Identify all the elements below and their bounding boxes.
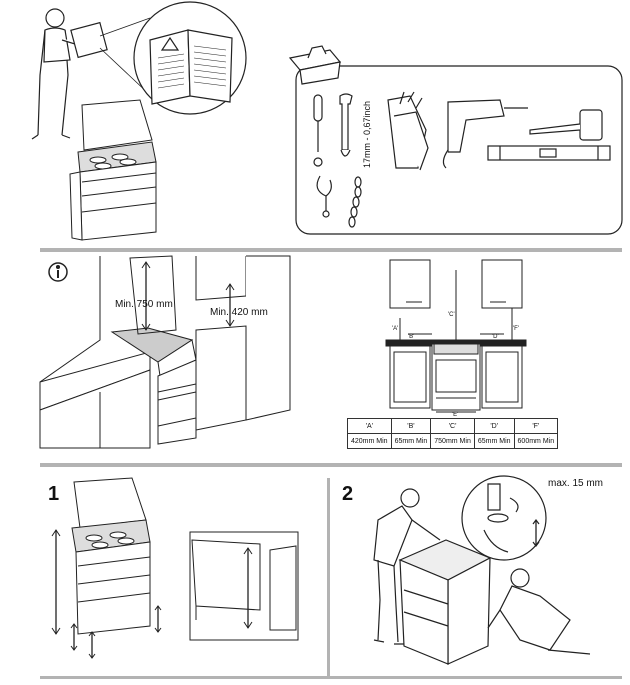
dim-letter-e: 'E'	[452, 412, 458, 418]
step-2-number: 2	[342, 483, 353, 505]
clearance-table-value-row: 420mm Min 65mm Min 750mm Min 65mm Min 60…	[347, 433, 559, 449]
toolbox-icon	[288, 45, 342, 85]
table-header-f: 'F'	[513, 418, 559, 434]
step2-people-tilting-cooker	[373, 475, 591, 665]
chain-icon	[348, 176, 362, 228]
table-header-d: 'D'	[473, 418, 515, 434]
wrench-size-label: 17mm - 0,67inch	[362, 101, 372, 168]
hook-icon	[316, 175, 332, 218]
spirit-level-icon	[487, 145, 611, 161]
table-header-a: 'A'	[347, 418, 392, 434]
dim-letter-c: 'C'	[448, 312, 455, 318]
table-header-c: 'C'	[430, 418, 475, 434]
tape-measure-icon	[529, 109, 603, 141]
tools-panel	[288, 45, 623, 235]
separator-vertical	[327, 478, 330, 678]
front-elevation	[385, 259, 527, 413]
table-header-b: 'B'	[390, 418, 432, 434]
table-value-f: 600mm Min	[513, 433, 559, 449]
screwdriver-icon	[313, 94, 323, 167]
person-reading-manual	[31, 8, 108, 140]
dim-letter-d: 'D'	[492, 334, 499, 340]
table-value-a: 420mm Min	[347, 433, 392, 449]
step-1-number: 1	[48, 483, 59, 505]
separator-bottom	[40, 676, 622, 679]
wrench-icon	[339, 93, 353, 157]
min-420-label: Min. 420 mm	[210, 307, 268, 318]
table-value-c: 750mm Min	[430, 433, 475, 449]
dim-letter-f: 'F'	[513, 326, 519, 332]
step1-detail-box	[189, 531, 299, 641]
cooker-illustration-top	[69, 99, 157, 241]
dim-letter-a: 'A'	[392, 326, 398, 332]
table-value-b: 65mm Min	[390, 433, 432, 449]
max-15mm-label: max. 15 mm	[548, 478, 603, 489]
clearance-table-header-row: 'A' 'B' 'C' 'D' 'F'	[347, 418, 559, 434]
separator-top	[40, 248, 622, 252]
info-icon	[48, 262, 68, 282]
manual-magnifier	[99, 1, 247, 115]
separator-middle	[40, 463, 622, 467]
step1-cooker	[51, 477, 162, 659]
gloves-icon	[387, 91, 429, 171]
clearance-table: 'A' 'B' 'C' 'D' 'F' 420mm Min 65mm Min 7…	[347, 418, 559, 449]
min-750-label: Min. 750 mm	[115, 299, 173, 310]
table-value-d: 65mm Min	[473, 433, 515, 449]
warning-triangle-icon	[160, 36, 180, 51]
kitchen-perspective	[39, 255, 291, 449]
drill-icon	[442, 99, 528, 169]
dim-letter-b: 'B'	[408, 334, 414, 340]
